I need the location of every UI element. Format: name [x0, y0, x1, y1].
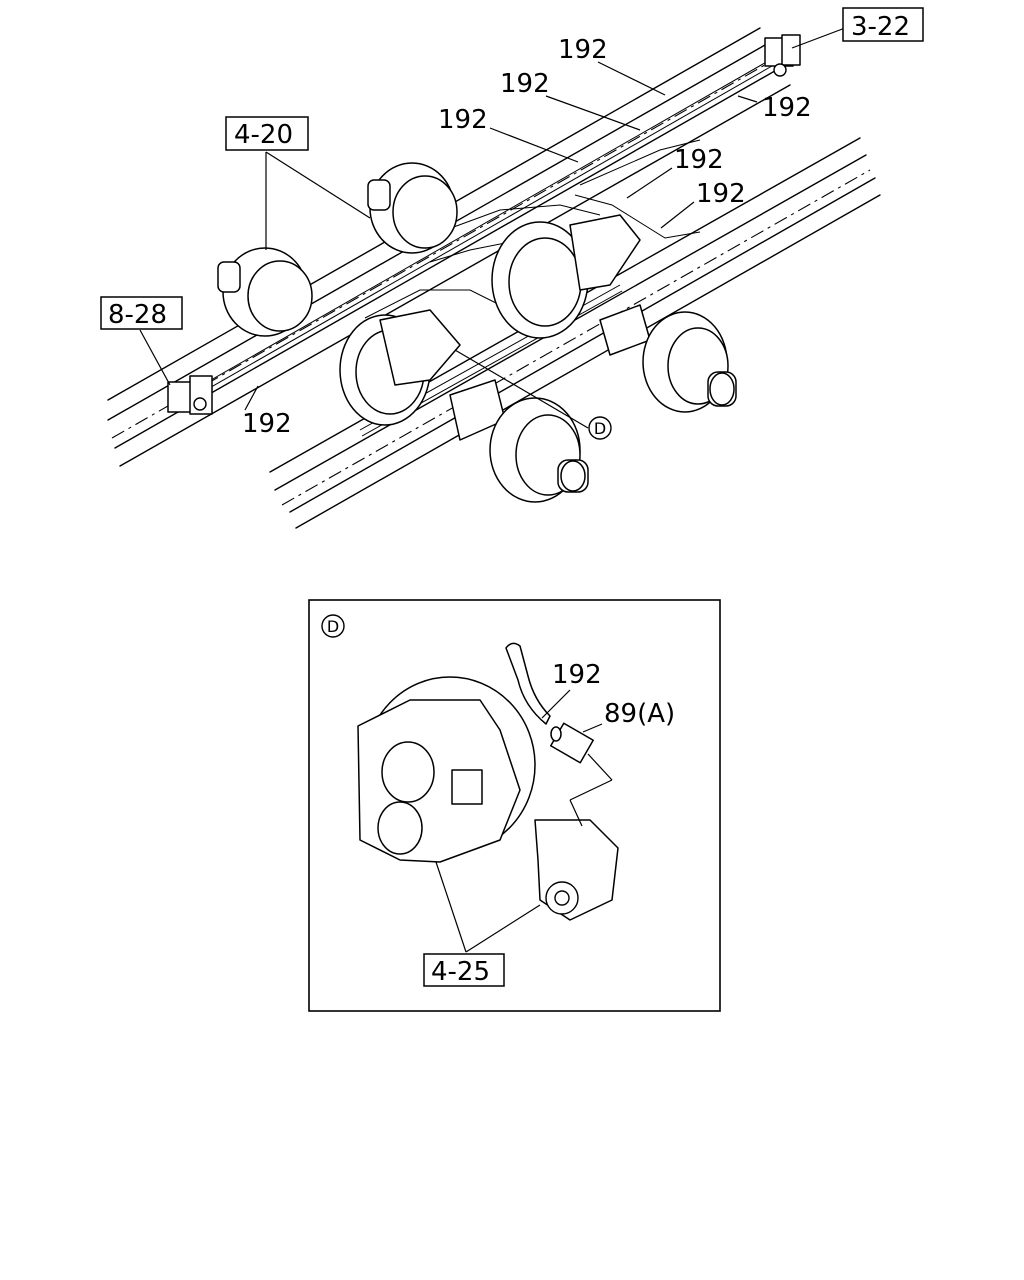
- valve-rear: [764, 34, 801, 77]
- detail-marker-d[interactable]: D: [588, 416, 612, 440]
- ref-3-22[interactable]: 3-22: [842, 7, 924, 42]
- axle-housing: [357, 676, 536, 863]
- svg-text:4-25: 4-25: [431, 957, 490, 987]
- part-label-89a[interactable]: 89(A): [604, 699, 675, 729]
- detail-box-marker: D: [321, 614, 345, 638]
- part-label-192-detail[interactable]: 192: [552, 660, 602, 690]
- part-label-192-g[interactable]: 192: [242, 409, 292, 439]
- part-label-192-a[interactable]: 192: [558, 35, 608, 65]
- svg-text:D: D: [327, 617, 339, 636]
- part-label-192-c[interactable]: 192: [438, 105, 488, 135]
- ref-8-28[interactable]: 8-28: [100, 296, 183, 330]
- shift-actuator: [534, 819, 619, 921]
- part-label-192-b[interactable]: 192: [500, 69, 550, 99]
- valve-front: [167, 375, 213, 415]
- ref-4-20[interactable]: 4-20: [225, 116, 309, 151]
- svg-text:3-22: 3-22: [851, 12, 910, 42]
- part-label-192-e[interactable]: 192: [674, 145, 724, 175]
- svg-text:8-28: 8-28: [108, 300, 167, 330]
- part-label-192-d[interactable]: 192: [762, 93, 812, 123]
- brake-pipes: [189, 59, 773, 437]
- svg-text:D: D: [594, 419, 606, 438]
- part-label-192-f[interactable]: 192: [696, 179, 746, 209]
- svg-text:4-20: 4-20: [234, 120, 293, 150]
- ref-4-25[interactable]: 4-25: [423, 953, 505, 987]
- connector-89a: [550, 722, 594, 764]
- leader-lines-main: [139, 27, 846, 429]
- hose-192: [505, 642, 551, 725]
- rear-axle-lower: [339, 309, 589, 503]
- rear-axle-upper: [217, 162, 737, 413]
- leader-lines-detail: [435, 689, 613, 953]
